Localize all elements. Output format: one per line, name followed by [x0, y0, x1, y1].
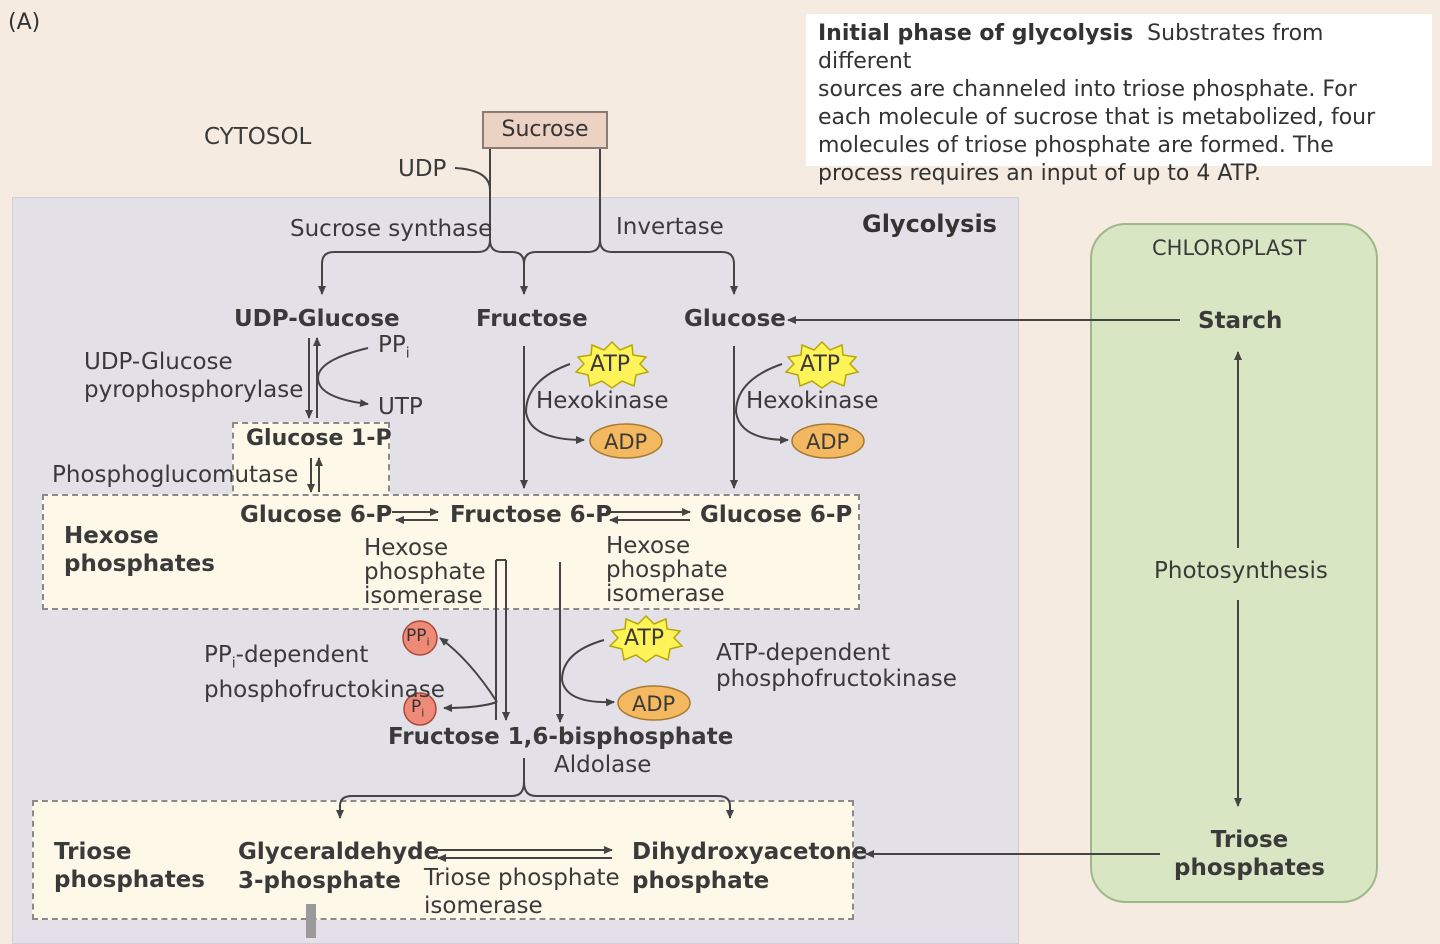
atp-burst-2: [784, 340, 860, 389]
hexose-phosphate-isomerase-label-1: Hexose phosphate isomerase: [364, 535, 486, 609]
glycolysis-title: Glycolysis: [862, 210, 997, 238]
pi-circle: [403, 692, 437, 726]
hexose-phosphates-box: [42, 494, 860, 610]
glucose-6p-right-label: Glucose 6-P: [700, 502, 853, 528]
sucrose-box: Sucrose: [482, 111, 608, 149]
chloroplast-triose-label: Triose phosphates: [1174, 827, 1325, 881]
hexose-phosphates-label: Hexose phosphates: [64, 523, 215, 577]
atp-burst-1: [574, 340, 650, 389]
glucose-label: Glucose: [684, 306, 786, 332]
adp-label-3: ADP: [632, 692, 676, 716]
fructose-bisphosphate-label: Fructose 1,6-bisphosphate: [388, 724, 734, 750]
hexose-phosphate-isomerase-label-2: Hexose phosphate isomerase: [606, 533, 728, 607]
ppi-circle: [402, 620, 438, 656]
invertase-label: Invertase: [616, 214, 724, 240]
udp-label: UDP: [398, 156, 447, 182]
adp-oval-2: [791, 423, 865, 459]
caption-line-5: process requires an input of up to 4 ATP…: [818, 161, 1261, 186]
utp-label: UTP: [378, 394, 423, 420]
adp-label-1: ADP: [604, 430, 648, 454]
atp-label-3: ATP: [624, 626, 665, 651]
sucrose-synthase-label: Sucrose synthase: [290, 216, 493, 242]
triose-phosphates-label: Triose phosphates: [54, 839, 205, 893]
phosphoglucomutase-label: Phosphoglucomutase: [52, 462, 299, 488]
atp-label-2: ATP: [800, 352, 841, 377]
triose-phosphates-box: [32, 800, 854, 920]
atp-burst-3: [608, 614, 684, 663]
caption-line-4: molecules of triose phosphate are formed…: [818, 133, 1334, 158]
glucose-1p-label: Glucose 1-P: [246, 426, 392, 451]
chloroplast-label: CHLOROPLAST: [1152, 236, 1307, 260]
glyceraldehyde-3p-label: Glyceraldehyde 3-phosphate: [238, 839, 440, 894]
hexokinase-label-1: Hexokinase: [536, 388, 669, 414]
hexose-box-joint: [234, 496, 388, 506]
caption-line-1: Substrates from different: [818, 21, 1324, 74]
atp-label-1: ATP: [590, 352, 631, 377]
aldolase-label: Aldolase: [554, 752, 652, 778]
photosynthesis-label: Photosynthesis: [1154, 558, 1328, 584]
triose-phosphate-isomerase-label: Triose phosphate isomerase: [424, 865, 620, 919]
glucose-6p-left-label: Glucose 6-P: [240, 502, 393, 528]
ppi-label: PPi: [378, 332, 410, 362]
udp-glucose-pyrophosphorylase-label: UDP-Glucose pyrophosphorylase: [84, 349, 304, 403]
udp-glucose-label: UDP-Glucose: [234, 306, 400, 332]
adp-oval-3: [617, 685, 691, 721]
dhap-label: Dihydroxyacetone phosphate: [632, 839, 868, 894]
caption-line-2: sources are channeled into triose phosph…: [818, 77, 1357, 102]
cytosol-label: CYTOSOL: [204, 124, 312, 150]
ppi-badge-label: PPi: [406, 626, 430, 649]
pi-badge-label: Pi: [411, 697, 425, 720]
ppi-dependent-pfk-label: PPi-dependent phosphofructokinase: [204, 642, 445, 703]
atp-dependent-pfk-label: ATP-dependent phosphofructokinase: [716, 640, 957, 692]
caption-title: Initial phase of glycolysis: [818, 21, 1134, 46]
panel-label: (A): [8, 10, 41, 35]
adp-label-2: ADP: [806, 430, 850, 454]
hexokinase-label-2: Hexokinase: [746, 388, 879, 414]
caption-line-3: each molecule of sucrose that is metabol…: [818, 105, 1376, 130]
starch-label: Starch: [1198, 308, 1283, 334]
fructose-label: Fructose: [476, 306, 588, 332]
adp-oval-1: [589, 423, 663, 459]
fructose-6p-label: Fructose 6-P: [450, 502, 613, 528]
chloroplast-panel: [1090, 223, 1378, 903]
